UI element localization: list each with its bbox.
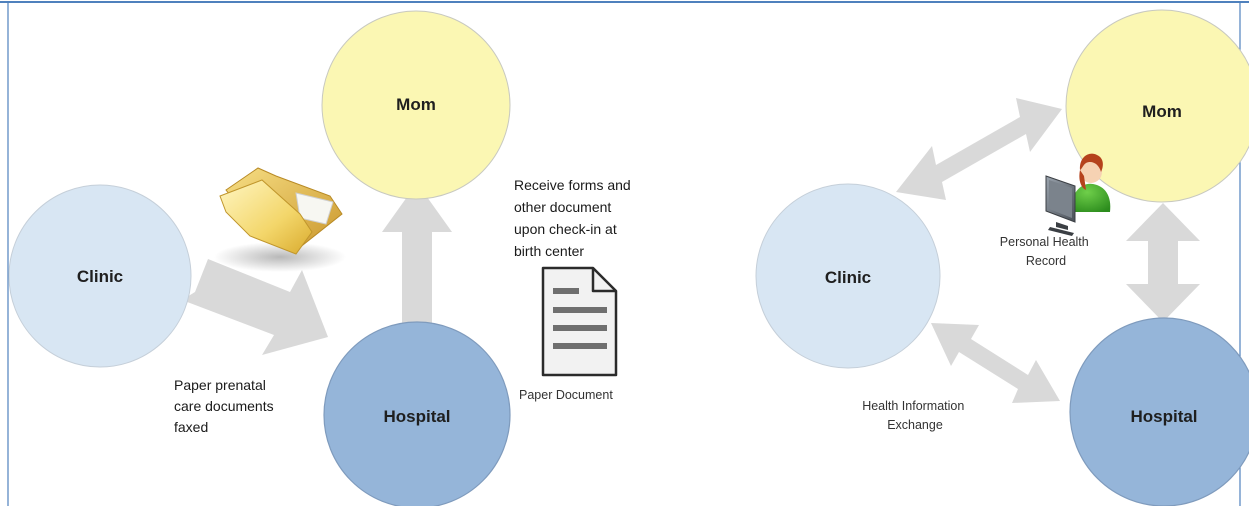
paper-document-caption: Paper Document [519, 388, 613, 402]
hospital-node [323, 321, 511, 506]
arrow-clinic-hospital [931, 323, 1060, 403]
clinic-node [8, 184, 192, 368]
mom-node [321, 10, 511, 200]
hie-caption: Health Information Exchange [862, 399, 968, 432]
mom-node-label: Mom [396, 95, 436, 114]
checkin-caption: Receive forms and other document upon ch… [514, 177, 635, 259]
arrow-hospital-to-mom [382, 183, 452, 325]
person-at-computer-icon [1045, 153, 1111, 236]
electronic-workflow-panel: Mom Clinic Hospital Personal Health Reco… [755, 9, 1249, 506]
hospital-node-label: Hospital [1130, 407, 1197, 426]
clinic-node [755, 183, 941, 369]
hospital-node-label: Hospital [383, 407, 450, 426]
phr-caption: Personal Health Record [1000, 235, 1092, 268]
clinic-node-label: Clinic [77, 267, 123, 286]
arrow-mom-hospital [1126, 203, 1200, 322]
fax-caption: Paper prenatal care documents faxed [174, 377, 278, 435]
mom-node-label: Mom [1142, 102, 1182, 121]
clinic-node-label: Clinic [825, 268, 871, 287]
hospital-node [1069, 317, 1249, 506]
paper-workflow-panel: Mom Clinic Hospital Receive forms and ot… [8, 10, 635, 506]
paper-document-icon [541, 266, 618, 377]
folder-icon [214, 167, 346, 272]
arrow-clinic-to-hospital [182, 259, 328, 355]
mom-node [1065, 9, 1249, 203]
arrow-clinic-mom [896, 98, 1062, 200]
